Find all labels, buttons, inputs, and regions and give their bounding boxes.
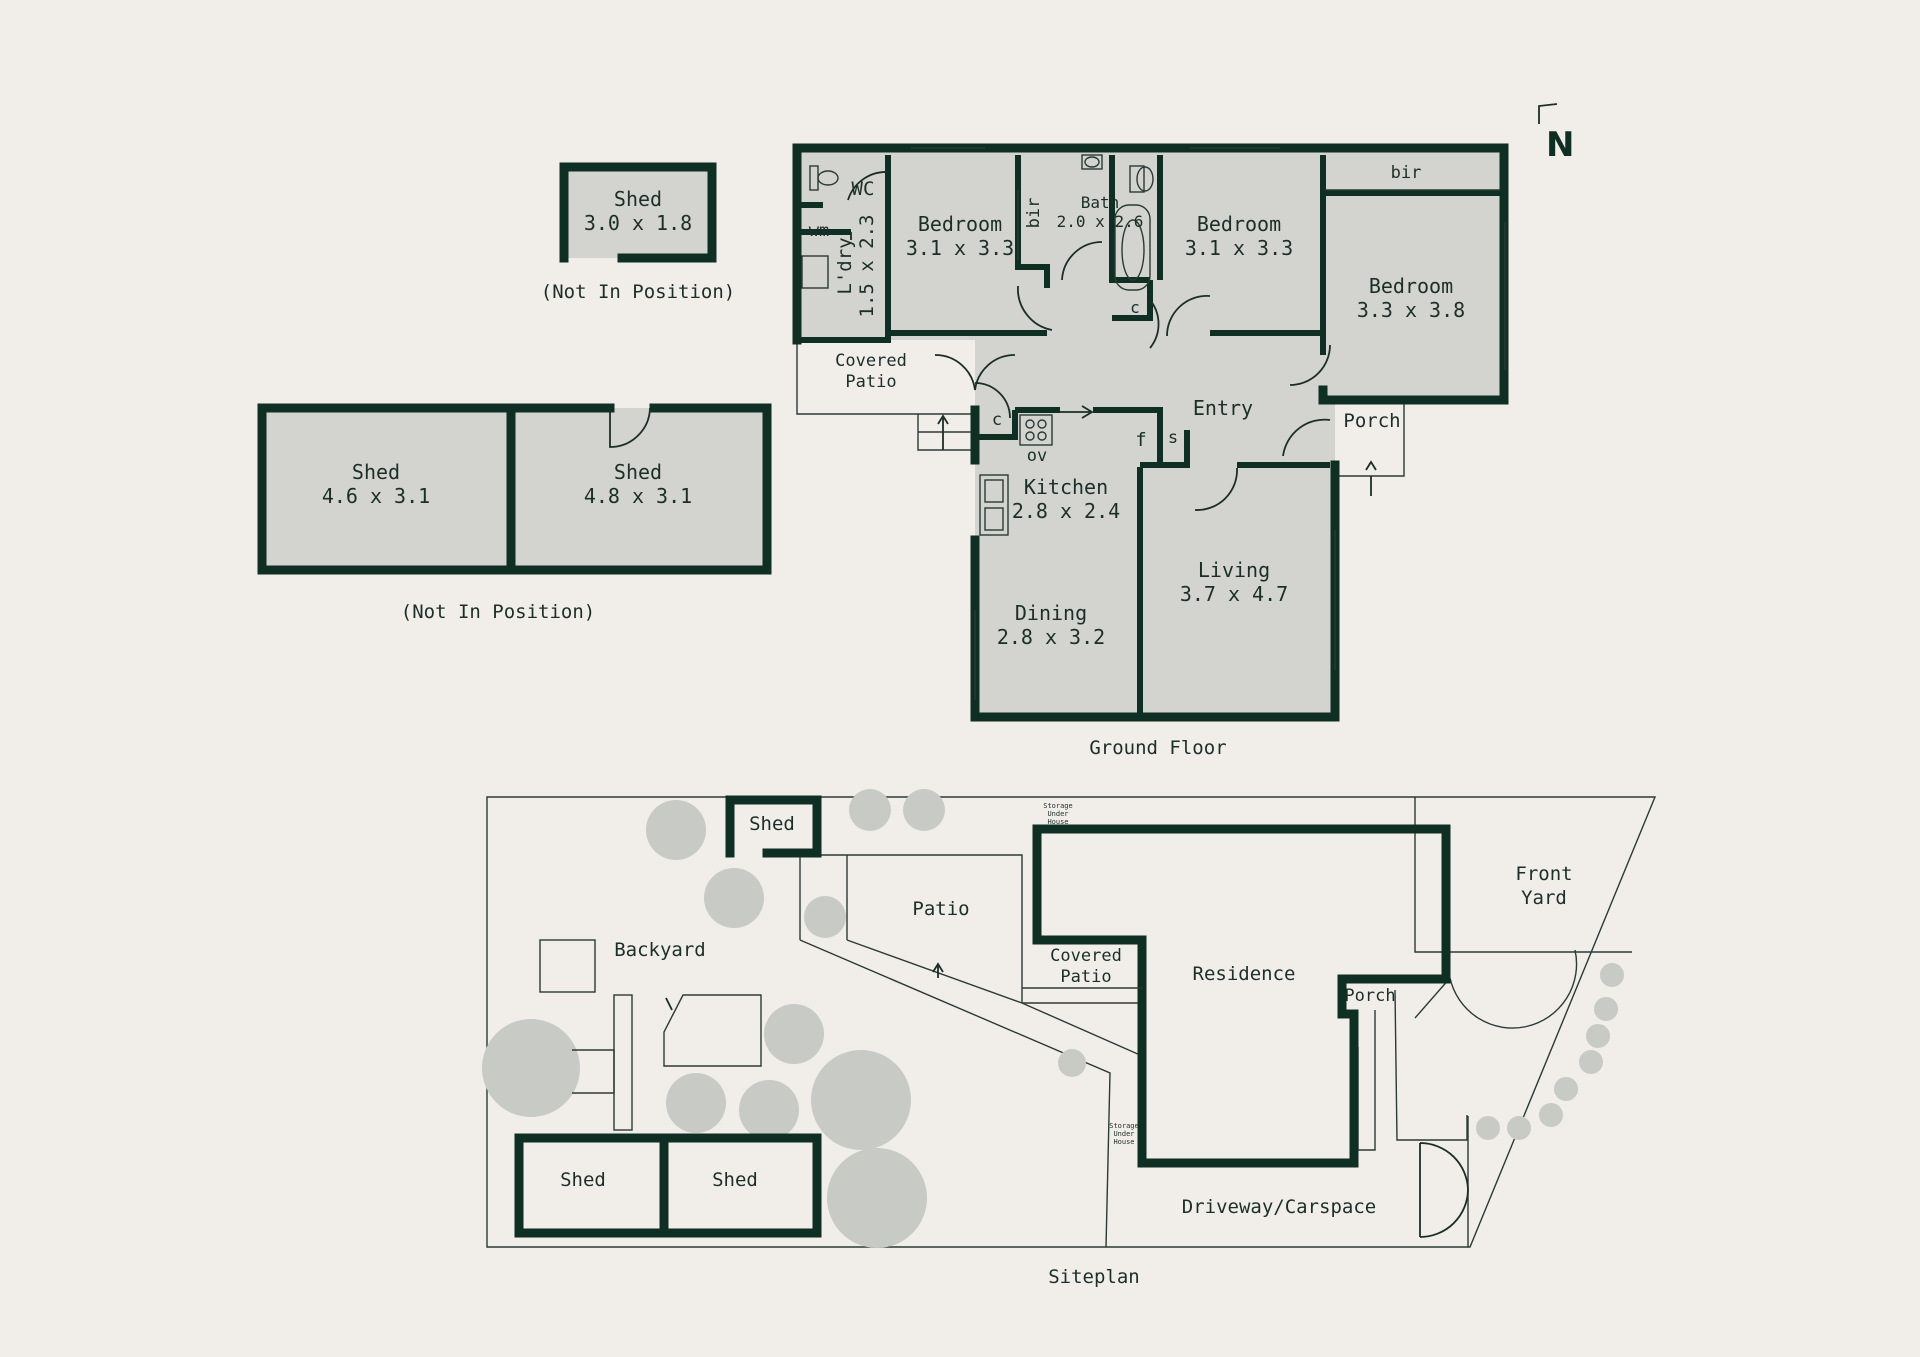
site-front-yard-line2: Yard [1521, 887, 1567, 909]
site-patio: Patio [912, 898, 969, 920]
shed-small-note: (Not In Position) [541, 281, 735, 303]
site-storage-top-1: Storage [1043, 802, 1073, 810]
site-front-yard-line1: Front [1515, 863, 1572, 885]
shed-small-size: 3.0 x 1.8 [584, 211, 692, 235]
shed-left-name: Shed [352, 460, 400, 484]
covered-patio-line2: Patio [845, 372, 896, 392]
site-residence: Residence [1193, 963, 1296, 985]
bir1-label: bir [1024, 198, 1044, 229]
shed-pair-note: (Not In Position) [401, 601, 595, 623]
cupboard2-label: c [992, 410, 1002, 430]
shed-small-name: Shed [614, 187, 662, 211]
bedroom1-size: 3.1 x 3.3 [906, 236, 1014, 260]
siteplan-title: Siteplan [1048, 1266, 1140, 1288]
ground-floor-title: Ground Floor [1089, 737, 1226, 759]
cupboard1-label: c [1130, 298, 1140, 317]
site-storage-side-2: Under [1113, 1130, 1134, 1138]
living-name: Living [1198, 558, 1270, 582]
shed-left-size: 4.6 x 3.1 [322, 484, 430, 508]
bath-name: Bath [1081, 193, 1120, 212]
bedroom3-name: Bedroom [1369, 274, 1453, 298]
bedroom2-name: Bedroom [1197, 212, 1281, 236]
site-covered-patio-line2: Patio [1060, 967, 1111, 987]
site-storage-top-3: House [1047, 818, 1068, 826]
oven-label: ov [1027, 446, 1047, 466]
bedroom1-name: Bedroom [918, 212, 1002, 236]
site-shed-top: Shed [749, 813, 795, 835]
shed-right-name: Shed [614, 460, 662, 484]
dining-name: Dining [1015, 601, 1087, 625]
site-shed-bottom-left: Shed [560, 1169, 606, 1191]
ground-floor-plan: WC wm L'dry 1.5 x 2.3 Bedroom 3.1 x 3.3 … [792, 143, 1509, 759]
entry-label: Entry [1193, 396, 1253, 420]
covered-patio-line1: Covered [835, 351, 907, 371]
site-covered-patio-line1: Covered [1050, 946, 1122, 966]
shed-small: Shed 3.0 x 1.8 (Not In Position) [541, 162, 735, 303]
porch-label: Porch [1343, 410, 1400, 432]
laundry-size: 1.5 x 2.3 [856, 215, 878, 318]
site-storage-side-3: House [1113, 1138, 1134, 1146]
site-storage-side-1: Storage [1109, 1122, 1139, 1130]
living-size: 3.7 x 4.7 [1180, 582, 1288, 606]
fridge-label: f [1135, 429, 1146, 451]
siteplan: Shed Shed Shed Backyard Patio Covered Pa… [482, 789, 1657, 1288]
bedroom3-size: 3.3 x 3.8 [1357, 298, 1465, 322]
north-arrow-icon: N [1538, 103, 1574, 165]
bath-size: 2.0 x 2.6 [1057, 212, 1144, 231]
storage-label: s [1168, 428, 1178, 448]
site-driveway: Driveway/Carspace [1182, 1196, 1376, 1218]
site-storage-top-2: Under [1047, 810, 1068, 818]
bedroom2-size: 3.1 x 3.3 [1185, 236, 1293, 260]
kitchen-name: Kitchen [1024, 475, 1108, 499]
laundry-name: L'dry [834, 237, 856, 294]
site-porch: Porch [1344, 986, 1395, 1006]
wm-label: wm [809, 221, 829, 241]
site-backyard: Backyard [614, 939, 706, 961]
dining-size: 2.8 x 3.2 [997, 625, 1105, 649]
site-shed-bottom-right: Shed [712, 1169, 758, 1191]
north-label: N [1546, 125, 1574, 165]
shed-right-size: 4.8 x 3.1 [584, 484, 692, 508]
wc-label: WC [852, 178, 875, 200]
shed-pair: Shed 4.6 x 3.1 Shed 4.8 x 3.1 (Not In Po… [257, 403, 772, 623]
kitchen-size: 2.8 x 2.4 [1012, 499, 1120, 523]
bir2-label: bir [1391, 163, 1422, 183]
